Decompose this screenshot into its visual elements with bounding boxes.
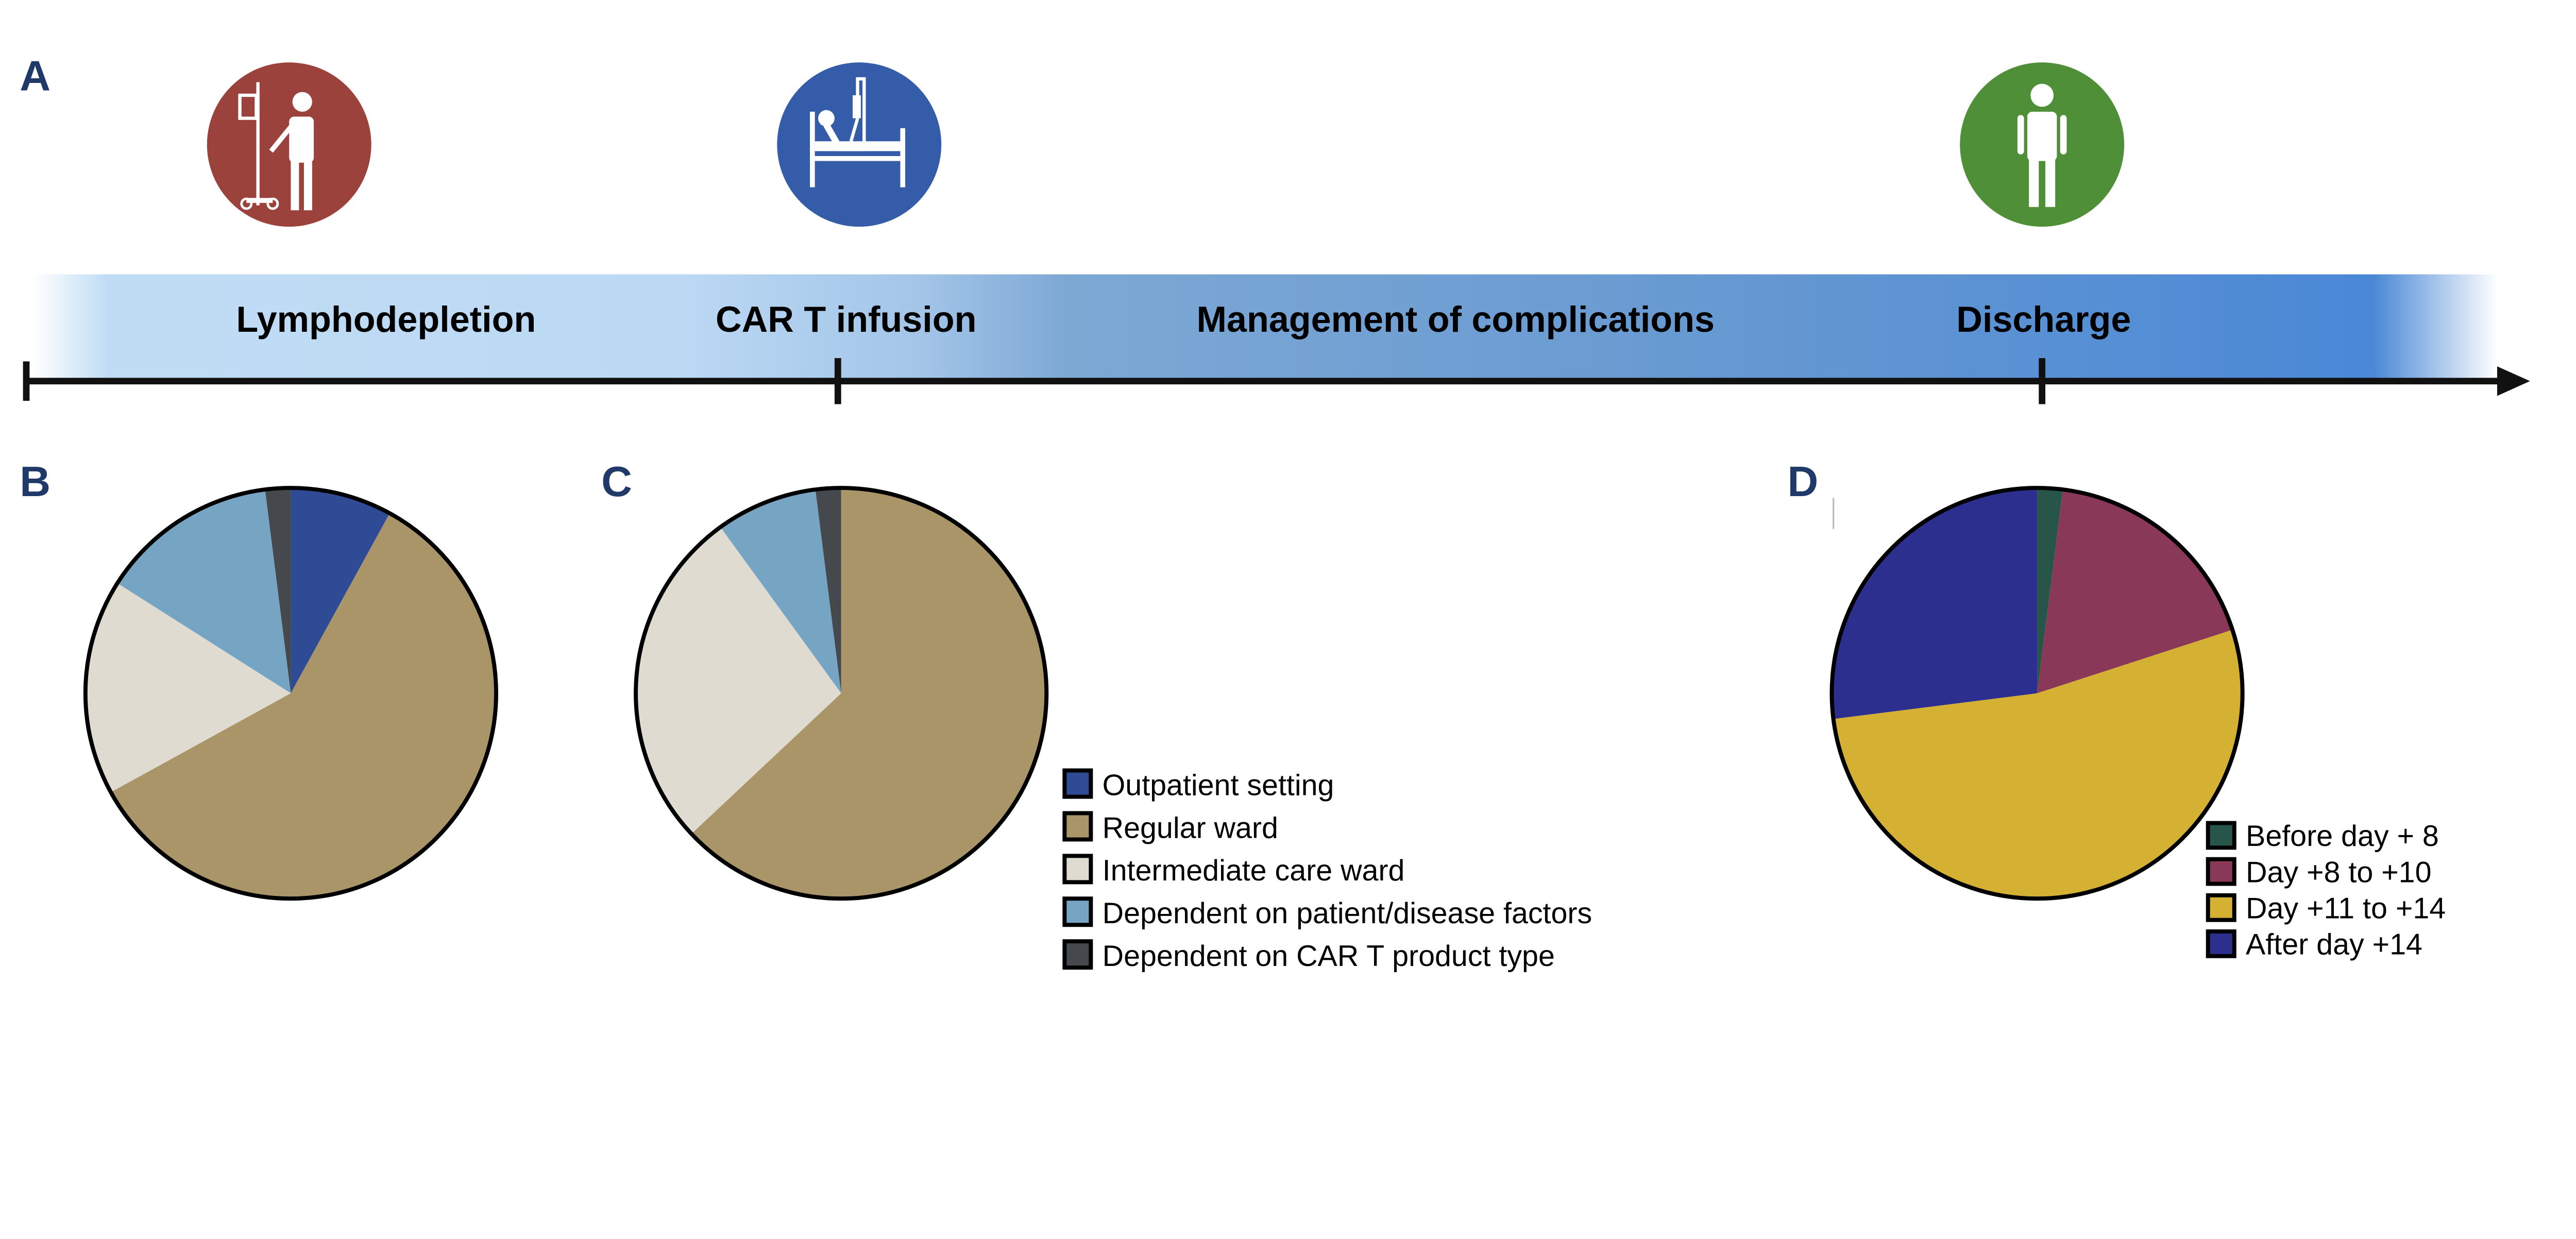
pie-slice-before-day-8 [2037, 488, 2063, 693]
legend-label: Before day + 8 [2246, 820, 2439, 853]
legend-item: Outpatient setting [1062, 768, 1334, 802]
legend-label: After day +14 [2246, 928, 2422, 961]
pie-slice-after-day-14 [1832, 488, 2038, 719]
phase-discharge: Discharge [1956, 299, 2131, 340]
standing-person-icon [1960, 62, 2125, 227]
legend-label: Day +11 to +14 [2246, 892, 2446, 925]
pie-slice-dependent-on-car-t-product-type [815, 488, 841, 693]
legend-discharge-day: Before day + 8 Day +8 to +10 Day +11 to … [2206, 820, 2446, 961]
legend-item: Before day + 8 [2206, 820, 2439, 853]
legend-label: Day +8 to +10 [2246, 856, 2431, 889]
timeline-axis [23, 358, 2505, 404]
timeline-arrowhead [2497, 366, 2530, 396]
figure: A Lymphodepletion CAR T infusion [20, 52, 2530, 973]
legend-label: Outpatient setting [1103, 769, 1334, 802]
legend-label: Dependent on CAR T product type [1103, 940, 1555, 973]
pie-chart-c [634, 486, 1049, 901]
pie-slice-day-8-to-10 [2037, 489, 2233, 693]
pie-outline [1829, 486, 2245, 901]
pie-outline [83, 486, 498, 901]
pie-slice-outpatient-setting [291, 488, 390, 693]
legend-label: Intermediate care ward [1103, 854, 1405, 887]
pie-slice-regular-ward [691, 488, 1047, 899]
pie-chart-b [83, 486, 498, 901]
hospital-bed-icon [777, 62, 942, 227]
panel-label-c: C [601, 457, 632, 505]
legend-item: Dependent on patient/disease factors [1062, 896, 1592, 930]
iv-drip-patient-icon [207, 62, 371, 227]
legend-item: Intermediate care ward [1062, 854, 1405, 887]
legend-item: After day +14 [2206, 928, 2422, 961]
panel-label-d: D [1787, 457, 1818, 505]
legend-label: Regular ward [1103, 811, 1278, 844]
legend-item: Day +8 to +10 [2206, 856, 2432, 889]
timeline-band [32, 274, 2497, 380]
pie-slice-intermediate-care-ward [85, 583, 291, 792]
pie-slice-day-11-to-14 [1833, 630, 2243, 899]
panel-label-b: B [20, 457, 50, 505]
pie-slice-dependent-on-car-t-product-type [265, 488, 291, 693]
legend-item: Regular ward [1062, 811, 1278, 844]
pie-slice-dependent-on-patient-disease-factors [720, 489, 841, 693]
legend-item: Day +11 to +14 [2206, 892, 2446, 925]
pie-slice-regular-ward [111, 513, 497, 899]
legend-care-setting: Outpatient setting Regular ward Intermed… [1062, 768, 1592, 973]
legend-item: Dependent on CAR T product type [1062, 939, 1555, 973]
pie-outline [634, 486, 1049, 901]
legend-label: Dependent on patient/disease factors [1103, 897, 1592, 930]
phase-lymphodepletion: Lymphodepletion [236, 299, 536, 340]
phase-management-of-complications: Management of complications [1197, 299, 1715, 340]
phase-car-t-infusion: CAR T infusion [716, 299, 977, 340]
pie-slice-intermediate-care-ward [636, 527, 841, 834]
pie-chart-d [1829, 486, 2245, 901]
panel-label-a: A [20, 52, 50, 99]
pie-slice-dependent-on-patient-disease-factors [117, 489, 291, 693]
